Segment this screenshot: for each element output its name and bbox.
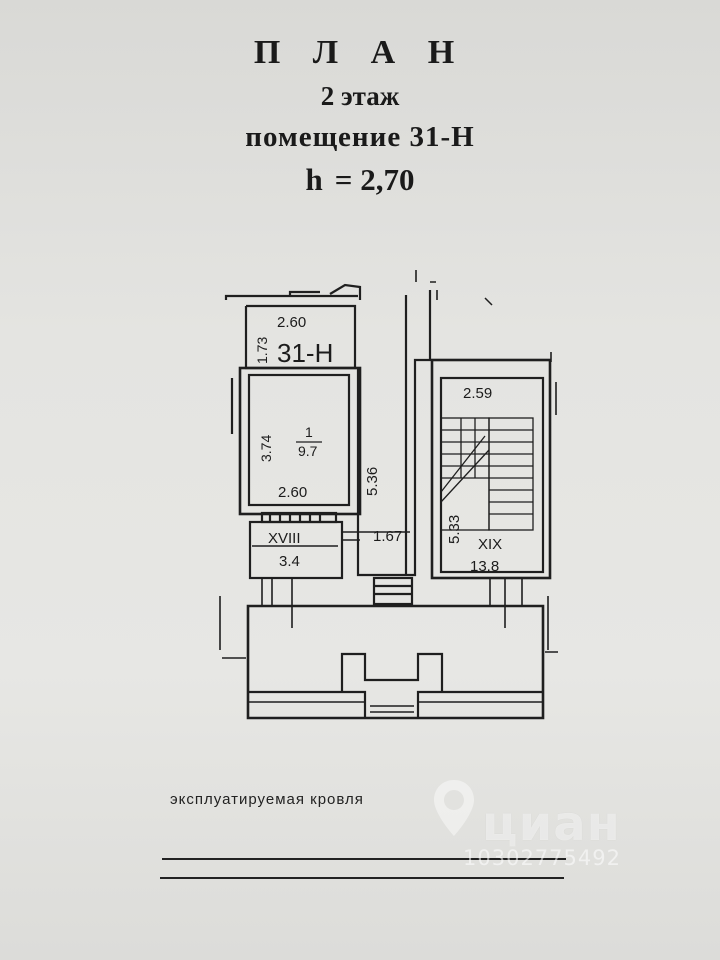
corridor-length-label: 5.36 bbox=[364, 467, 381, 496]
corridor-steps bbox=[372, 576, 414, 606]
stair-room-outline bbox=[430, 358, 552, 580]
room-18-number: XVIII bbox=[268, 530, 301, 547]
stair-width-label: 2.59 bbox=[463, 385, 492, 402]
stair-length-label: 5.33 bbox=[446, 515, 463, 544]
terrace-outline bbox=[246, 604, 545, 720]
small-room-height-label: 1.73 bbox=[254, 337, 270, 364]
corridor-outline bbox=[356, 290, 432, 577]
ceiling-height: h = 2,70 bbox=[0, 164, 720, 195]
room-18-outline bbox=[248, 520, 344, 580]
ceiling-height-value: = 2,70 bbox=[334, 162, 415, 197]
plan-title-block: П Л А Н 2 этаж помещение 31-Н h = 2,70 bbox=[0, 34, 720, 196]
top-wall-detail bbox=[288, 283, 362, 300]
room-1-number: 1 bbox=[305, 424, 313, 440]
room-19-area: 13.8 bbox=[470, 558, 499, 575]
terrace-notch-1 bbox=[340, 652, 444, 692]
roof-label: эксплуатируемая кровля bbox=[170, 791, 364, 808]
cian-watermark-text: циан bbox=[482, 796, 621, 852]
cian-watermark-id: 10302775492 bbox=[463, 846, 621, 870]
floor-label: 2 этаж bbox=[320, 81, 400, 111]
room-1-inner bbox=[247, 373, 351, 507]
stair-flights bbox=[440, 417, 534, 531]
room-19-number: XIX bbox=[478, 536, 502, 553]
room-1-area: 9.7 bbox=[298, 443, 318, 459]
small-room-width-label: 2.60 bbox=[277, 314, 306, 331]
room-1-height-label: 3.74 bbox=[258, 435, 274, 462]
room-1-width-bottom-label: 2.60 bbox=[278, 484, 307, 501]
corridor-width-label: 1.67 bbox=[373, 528, 402, 545]
ceiling-height-letter: h bbox=[305, 162, 323, 197]
cian-logo-icon bbox=[434, 780, 474, 836]
roof-underline-2 bbox=[160, 877, 564, 879]
premise-label: помещение 31-Н bbox=[245, 121, 475, 153]
roof-underline-1 bbox=[162, 858, 566, 860]
premise-code-label: 31-Н bbox=[277, 338, 333, 368]
room-18-area: 3.4 bbox=[279, 553, 300, 570]
plan-heading: П Л А Н bbox=[253, 34, 467, 71]
